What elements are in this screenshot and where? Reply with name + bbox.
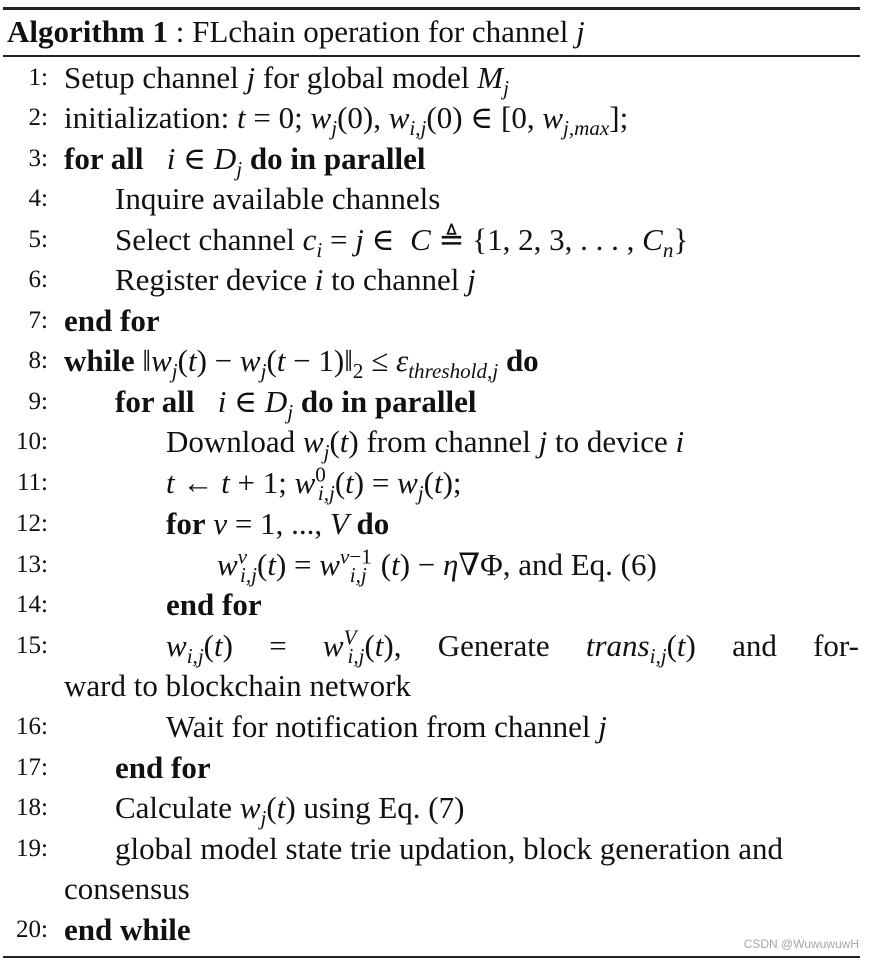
line-number: 9: (28, 388, 48, 415)
line-text: Wait for notification from channel j (166, 709, 607, 744)
line-number: 15: (16, 632, 48, 659)
line-number: 8: (28, 347, 48, 374)
line-text: Select channel ci = j ∈ C ≜ {1, 2, 3, . … (115, 222, 689, 263)
line-number: 3: (28, 145, 48, 172)
line-number: 6: (28, 266, 48, 293)
line-text: end for (166, 587, 262, 622)
watermark: CSDN @WuwuwuwH (743, 937, 859, 951)
line-text: for v = 1, ..., V do (166, 506, 390, 541)
line-text: t ← t + 1; w0i,j(t) = wj(t); (166, 462, 462, 506)
line-number: 7: (28, 307, 48, 334)
line-number: 14: (16, 591, 48, 618)
line-text: end while (64, 912, 191, 947)
line-text-continued: consensus (64, 871, 190, 906)
line-number: 16: (16, 713, 48, 740)
algorithm-title-separator: : (168, 14, 193, 49)
line-text: end for (115, 750, 211, 785)
line-text: for all i ∈ Dj do in parallel (64, 141, 426, 182)
line-number: 12: (16, 510, 48, 537)
line-text: end for (64, 303, 160, 338)
line-text: for all i ∈ Dj do in parallel (115, 384, 477, 425)
line-number: 19: (16, 835, 48, 862)
line-number: 17: (16, 754, 48, 781)
title-rule (3, 55, 860, 57)
line-number: 1: (28, 64, 48, 91)
line-number: 4: (28, 185, 48, 212)
top-rule (3, 7, 860, 10)
line-text: Inquire available channels (115, 181, 441, 216)
line-text: initialization: t = 0; wj(0), wi,j(0) ∈ … (64, 100, 629, 141)
line-number: 10: (16, 428, 48, 455)
line-number: 20: (16, 916, 48, 943)
line-text: Setup channel j for global model Mj (64, 60, 509, 101)
line-text-continued: ward to blockchain network (64, 668, 411, 703)
algorithm-label: Algorithm 1 (7, 14, 169, 49)
line-text: while ‖wj(t) − wj(t − 1)‖2 ≤ εthreshold,… (64, 343, 539, 384)
line-text: Calculate wj(t) using Eq. (7) (115, 790, 465, 831)
line-number: 18: (16, 794, 48, 821)
line-text: wvi,j(t) = wv−1i,j(t) − η∇Φ, and Eq. (6) (217, 544, 657, 588)
line-number: 13: (16, 551, 48, 578)
algorithm-title: Algorithm 1 : FLchain operation for chan… (7, 12, 585, 52)
line-text: Register device i to channel j (115, 262, 476, 297)
algorithm-title-text: FLchain operation for channel j (192, 14, 585, 49)
line-number: 2: (28, 104, 48, 131)
line-text: Download wj(t) from channel j to device … (166, 424, 685, 465)
line-text: global model state trie updation, block … (115, 831, 784, 866)
line-number: 11: (16, 469, 48, 496)
bottom-rule (3, 956, 860, 959)
line-number: 5: (28, 226, 48, 253)
